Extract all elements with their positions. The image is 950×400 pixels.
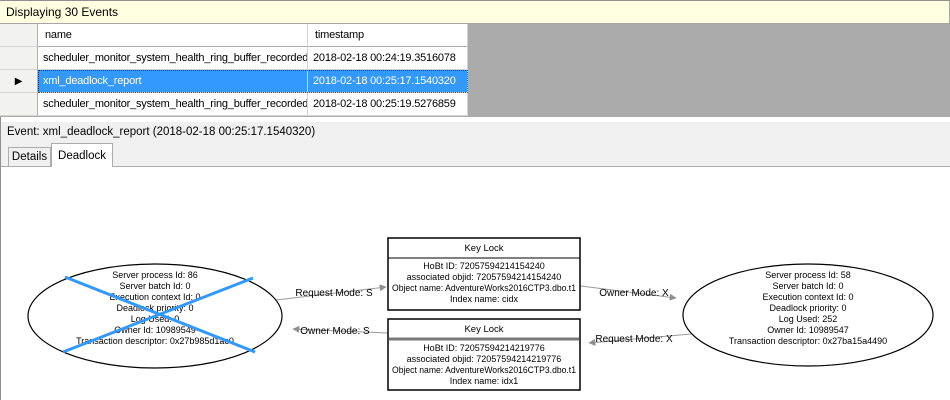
deadlock-graph: Server process Id: 86 Server batch Id: 0…	[27, 237, 934, 391]
process-detail-line: Server batch Id: 0	[772, 281, 843, 291]
process-detail-line: Transaction descriptor: 0x27b985d1ac0	[76, 336, 234, 346]
events-count-label: Displaying 30 Events	[6, 5, 119, 19]
resource-detail-line: associated objid: 72057594214219776	[407, 354, 562, 364]
resource-title: Key Lock	[464, 243, 503, 254]
event-name-cell-selected[interactable]: xml_deadlock_report	[38, 70, 308, 93]
edge-label-request-mode-s: Request Mode: S	[295, 288, 373, 299]
resource-detail-line: associated objid: 72057594214154240	[407, 272, 562, 282]
edge-label-owner-mode-s: Owner Mode: S	[300, 326, 370, 337]
process-detail-line: Log Used: 252	[779, 314, 838, 324]
column-header-name[interactable]: name	[38, 24, 308, 47]
resource-title: Key Lock	[464, 324, 503, 335]
edge-request-mode-x	[588, 333, 692, 346]
event-name-cell[interactable]: scheduler_monitor_system_health_ring_buf…	[38, 93, 308, 116]
process-node-victim[interactable]: Server process Id: 86 Server batch Id: 0…	[27, 263, 283, 369]
process-detail-line: Execution context Id: 0	[762, 292, 853, 302]
resource-detail-line: HoBt ID: 72057594214154240	[423, 261, 545, 271]
row-header-current[interactable]: ▶	[0, 70, 38, 93]
edge-label-request-mode-x: Request Mode: X	[595, 334, 673, 345]
resource-node-top[interactable]: Key Lock HoBt ID: 72057594214154240 asso…	[387, 237, 581, 311]
edge-request-mode-s	[275, 284, 387, 301]
events-grid: name timestamp scheduler_monitor_system_…	[0, 24, 950, 117]
grid-corner-cell[interactable]	[0, 24, 38, 47]
events-count-bar: Displaying 30 Events	[0, 0, 950, 24]
selected-event-bar: Event: xml_deadlock_report (2018-02-18 0…	[1, 122, 950, 142]
process-detail-line: Server process Id: 86	[112, 270, 198, 280]
process-node-right[interactable]: Server process Id: 58 Server batch Id: 0…	[682, 263, 934, 367]
resource-detail-line: Index name: cidx	[450, 294, 519, 304]
current-row-arrow-icon: ▶	[14, 76, 23, 87]
pane-left-border	[0, 117, 1, 400]
process-detail-line: Owner Id: 10989547	[767, 325, 849, 335]
resource-detail-line: HoBt ID: 72057594214219776	[423, 343, 545, 353]
detail-tabstrip	[1, 142, 950, 166]
tab-deadlock[interactable]: Deadlock	[51, 143, 113, 167]
resource-detail-line: Object name: AdventureWorks2016CTP3.dbo.…	[392, 365, 576, 375]
column-header-timestamp[interactable]: timestamp	[308, 24, 468, 47]
process-detail-line: Deadlock priority: 0	[769, 303, 846, 313]
process-detail-line: Server process Id: 58	[765, 270, 851, 280]
row-header[interactable]	[0, 47, 38, 70]
edge-owner-mode-x	[580, 285, 677, 301]
row-header[interactable]	[0, 93, 38, 116]
tab-details[interactable]: Details	[8, 147, 51, 166]
process-detail-line: Execution context Id: 0	[109, 292, 200, 302]
edge-label-owner-mode-x: Owner Mode: X	[599, 288, 669, 299]
event-name-cell[interactable]: scheduler_monitor_system_health_ring_buf…	[38, 47, 308, 70]
event-timestamp-cell[interactable]: 2018-02-18 00:24:19.3516078	[308, 47, 468, 70]
deadlock-graph-pane: Server process Id: 86 Server batch Id: 0…	[1, 166, 950, 400]
process-detail-line: Server batch Id: 0	[119, 281, 190, 291]
process-detail-line: Transaction descriptor: 0x27ba15a4490	[729, 336, 887, 346]
event-timestamp-cell-selected[interactable]: 2018-02-18 00:25:17.1540320	[308, 70, 468, 93]
event-timestamp-cell[interactable]: 2018-02-18 00:25:19.5276859	[308, 93, 468, 116]
edge-owner-mode-s	[292, 325, 389, 334]
resource-detail-line: Index name: idx1	[450, 376, 519, 386]
resource-detail-line: Object name: AdventureWorks2016CTP3.dbo.…	[392, 283, 576, 293]
resource-node-bottom[interactable]: Key Lock HoBt ID: 72057594214219776 asso…	[387, 318, 581, 391]
process-detail-line: Log Used: 0	[131, 314, 180, 324]
victim-cross-line-icon	[62, 276, 254, 354]
selected-event-label: Event: xml_deadlock_report (2018-02-18 0…	[7, 126, 316, 138]
process-detail-line: Deadlock priority: 0	[116, 303, 193, 313]
process-detail-line: Owner Id: 10989549	[114, 325, 196, 335]
